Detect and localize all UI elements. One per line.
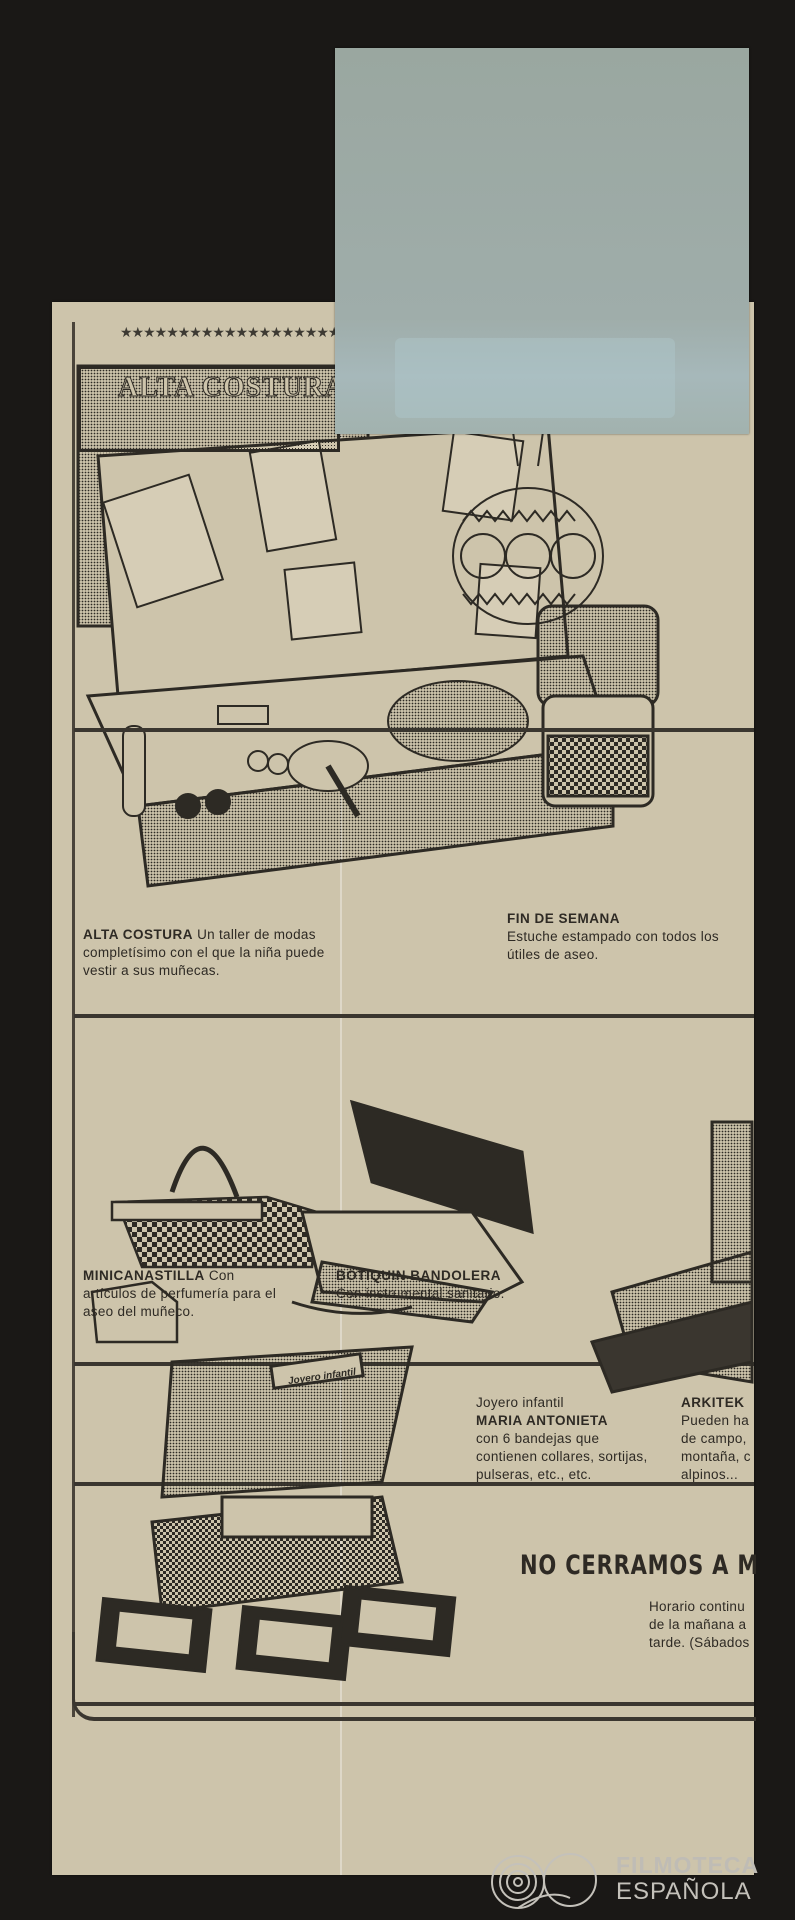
maria-antonieta-jewelry-box: Joyero infantil [95, 1345, 457, 1682]
headline: NO CERRAMOS A MI [520, 1550, 768, 1581]
banner-title: ALTA COSTURA [118, 372, 346, 404]
ad-frame-bottom [72, 1632, 765, 1721]
product-description: Con artículos de perfumería para el aseo… [83, 1268, 277, 1319]
product-name: BOTIQUIN BANDOLERA [336, 1268, 501, 1283]
caption-arkitek: ARKITEK Pueden ha de campo, montaña, c a… [681, 1394, 761, 1484]
filmoteca-watermark: FILMOTECA ESPAÑOLA [488, 1848, 788, 1910]
product-description: con 6 bandejas que contienen collares, s… [476, 1431, 648, 1482]
product-name: FIN DE SEMANA [507, 911, 621, 926]
caption-fin-de-semana: FIN DE SEMANA Estuche estampado con todo… [507, 910, 752, 964]
caption-minicanastilla: MINICANASTILLA Con artículos de perfumer… [83, 1267, 283, 1321]
product-description-line: Pueden ha [681, 1413, 750, 1428]
caption-botiquin-bandolera: BOTIQUIN BANDOLERA Con instrumental sani… [336, 1267, 576, 1303]
filmoteca-logo-icon [491, 1853, 597, 1909]
hours-text: Horario continu de la mañana a tarde. (S… [649, 1598, 769, 1652]
section-rule [74, 1014, 754, 1018]
left-rule [72, 322, 75, 1717]
section-rule [74, 1702, 754, 1706]
section-rule [74, 1362, 754, 1366]
product-description-line: montaña, c [681, 1449, 751, 1464]
section-rule [74, 728, 754, 732]
product-name: ARKITEK [681, 1395, 745, 1410]
background-edge [756, 0, 795, 1920]
product-description: Estuche estampado con todos los útiles d… [507, 929, 719, 962]
product-prelabel: Joyero infantil [476, 1395, 564, 1410]
section-rule [74, 1482, 754, 1486]
hours-line: Horario continu [649, 1599, 746, 1614]
fold-crease [340, 302, 342, 1875]
product-description-line: de campo, [681, 1431, 747, 1446]
caption-alta-costura: ALTA COSTURA Un taller de modas completí… [83, 926, 343, 980]
product-description-line: alpinos... [681, 1467, 739, 1482]
product-description: Con instrumental sanitario. [336, 1286, 505, 1301]
products-illustrations-middle [90, 1099, 754, 1394]
product-description: Un taller de modas completísimo con el q… [83, 927, 325, 978]
newspaper-clipping: ★★★★★★★★★★★★★★★★★★★★★★ [52, 302, 767, 1875]
blue-paper-sticker [335, 48, 749, 434]
product-name: MARIA ANTONIETA [476, 1413, 608, 1428]
star-border: ★★★★★★★★★★★★★★★★★★★★★★ [120, 324, 338, 340]
watermark-line1: FILMOTECA [616, 1852, 760, 1878]
product-name: ALTA COSTURA [83, 927, 193, 942]
watermark-line2: ESPAÑOLA [616, 1878, 752, 1905]
sticker-glare [395, 338, 675, 418]
product-name: MINICANASTILLA [83, 1268, 205, 1283]
hours-line: de la mañana a [649, 1617, 747, 1632]
title-banner [78, 366, 340, 452]
caption-maria-antonieta: Joyero infantil MARIA ANTONIETA con 6 ba… [476, 1394, 656, 1484]
hours-line: tarde. (Sábados [649, 1635, 750, 1650]
